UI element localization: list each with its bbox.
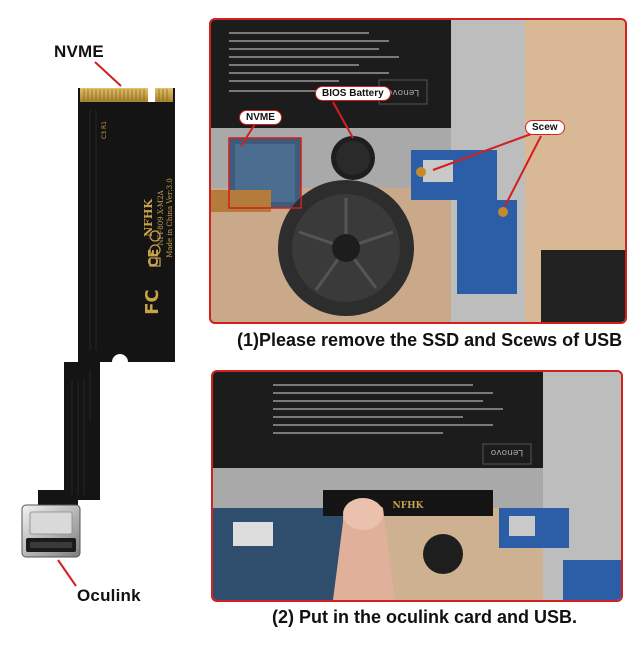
recycle-icons xyxy=(149,230,161,267)
nvme-callout-label: NVME xyxy=(54,42,104,61)
photo1-lenovo-text: Lenovo xyxy=(386,87,419,97)
pcb-traces xyxy=(71,110,97,495)
pcb-main-section xyxy=(78,88,175,362)
oculink-callout-label: Oculink xyxy=(77,586,141,605)
pcb-board-image: NFHK NFF809 X-M2A Made in China Ver:3.0 … xyxy=(21,61,175,587)
nvme-callout-line xyxy=(94,61,122,87)
silkscreen-brand: NFHK xyxy=(142,199,155,237)
silkscreen-model: NFF809 X-M2A xyxy=(157,189,165,245)
oculink-connector xyxy=(21,504,81,558)
photo2-card-brand: NFHK xyxy=(393,501,425,511)
photo-remove-ssd: Lenovo BI xyxy=(209,18,627,324)
fc-mark: FC xyxy=(142,289,163,315)
laptop-interior-photo-2: Lenovo NFHK xyxy=(213,372,621,600)
ref-mark: C3 R1 xyxy=(101,121,108,139)
gold-fingers-right xyxy=(155,88,173,102)
laptop-interior-photo-1: Lenovo xyxy=(211,20,625,322)
tag-scew: Scew xyxy=(525,120,565,135)
gold-finger-dividers xyxy=(83,89,168,101)
photo-insert-card: Lenovo NFHK xyxy=(211,370,623,602)
pcb-neck xyxy=(64,362,100,425)
tag-nvme: NVME xyxy=(239,110,282,125)
photo2-lenovo-text: Lenovo xyxy=(490,447,523,457)
silkscreen-text: NFHK NFF809 X-M2A Made in China Ver:3.0 xyxy=(142,178,174,258)
caption-step-2: (2) Put in the oculink card and USB. xyxy=(272,607,578,627)
gold-fingers-left xyxy=(80,88,148,102)
m2-key-notch xyxy=(148,86,155,102)
caption-step-1: (1)Please remove the SSD and Scews of US… xyxy=(237,330,623,350)
tag-bios-battery: BIOS Battery xyxy=(315,86,391,101)
oculink-callout-line xyxy=(57,559,77,587)
silkscreen-origin: Made in China Ver:3.0 xyxy=(166,178,174,258)
